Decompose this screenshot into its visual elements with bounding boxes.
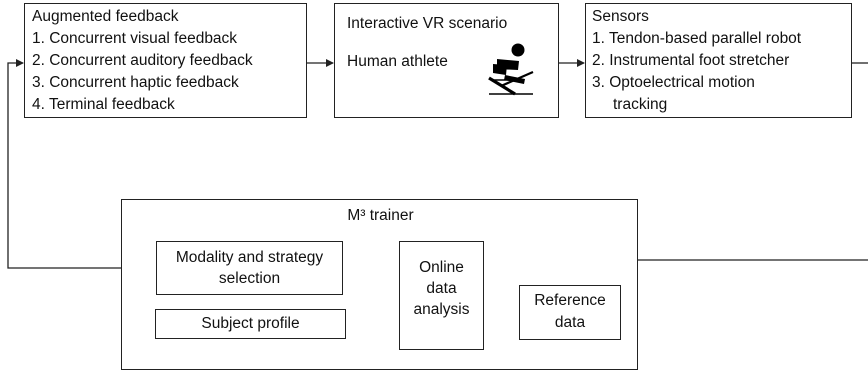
sensors-box: Sensors 1. Tendon-based parallel robot 2… [585, 3, 852, 118]
arrow-modality-to-feedback [7, 59, 156, 269]
sensors-item-continuation: tracking [613, 96, 668, 113]
reference-label-line2: data [554, 314, 586, 331]
sensors-item: 2. Instrumental foot stretcher [592, 52, 790, 69]
feedback-item: 3. Concurrent haptic feedback [32, 74, 239, 91]
rowing-athlete-icon [488, 43, 534, 96]
feedback-item: 4. Terminal feedback [32, 96, 175, 113]
analysis-label-line2: data [426, 280, 457, 297]
analysis-box: Online data analysis [399, 241, 484, 350]
sensors-title: Sensors [592, 8, 649, 25]
sensors-item: 3. Optoelectrical motion [592, 74, 755, 91]
vr-subtitle: Human athlete [347, 53, 448, 70]
reference-box: Reference data [519, 285, 621, 340]
vr-title: Interactive VR scenario [347, 15, 508, 32]
sensors-item: 1. Tendon-based parallel robot [592, 30, 802, 47]
feedback-title: Augmented feedback [32, 8, 179, 25]
analysis-label-line3: analysis [413, 301, 470, 318]
feedback-item: 1. Concurrent visual feedback [32, 30, 238, 47]
analysis-label: Online [419, 259, 464, 276]
trainer-title: M³ trainer [347, 207, 414, 224]
vr-box: Interactive VR scenario Human athlete [334, 3, 559, 118]
profile-box: Subject profile [155, 309, 346, 339]
feedback-item: 2. Concurrent auditory feedback [32, 52, 253, 69]
modality-label: Modality and strategy [175, 249, 324, 266]
profile-label: Subject profile [201, 315, 300, 332]
modality-label-line2: selection [218, 270, 281, 287]
reference-label: Reference [534, 292, 606, 309]
feedback-box: Augmented feedback 1. Concurrent visual … [24, 3, 307, 118]
modality-box: Modality and strategy selection [156, 241, 343, 295]
